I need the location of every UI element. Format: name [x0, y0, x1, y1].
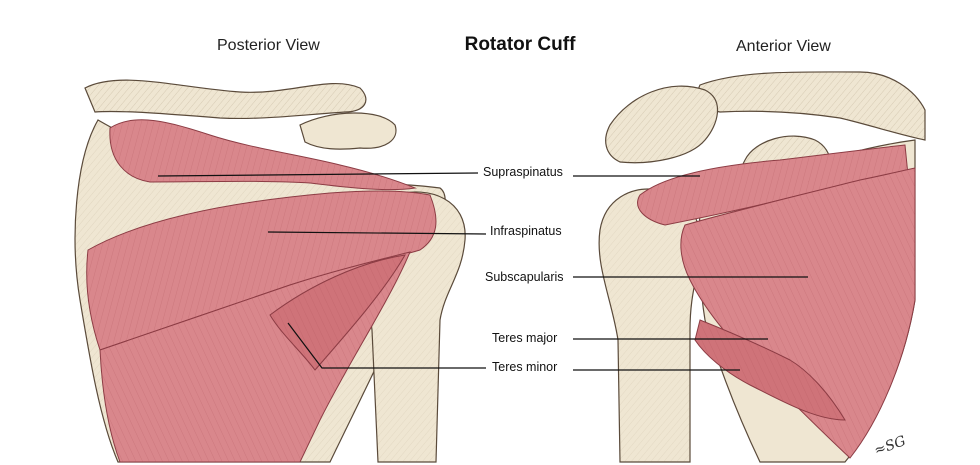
label-infraspinatus: Infraspinatus: [488, 224, 564, 238]
posterior-view-label: Posterior View: [217, 37, 320, 54]
posterior-view-drawing: [74, 79, 466, 463]
artist-signature: ≈SG: [872, 433, 908, 459]
label-teres-minor: Teres minor: [490, 360, 560, 374]
label-teres-major: Teres major: [490, 331, 560, 345]
leader-supraspinatus-left: [157, 172, 479, 177]
label-supraspinatus: Supraspinatus: [481, 165, 565, 179]
diagram-title: Rotator Cuff: [464, 34, 576, 55]
leader-lines: [157, 172, 808, 371]
anterior-view-label: Anterior View: [736, 38, 831, 55]
label-subscapularis: Subscapularis: [483, 270, 566, 284]
leader-teres-minor-left: [287, 322, 486, 369]
anterior-view-drawing: ≈SG: [598, 71, 926, 463]
posterior-acromion: [299, 112, 397, 150]
leader-infraspinatus: [267, 231, 487, 235]
